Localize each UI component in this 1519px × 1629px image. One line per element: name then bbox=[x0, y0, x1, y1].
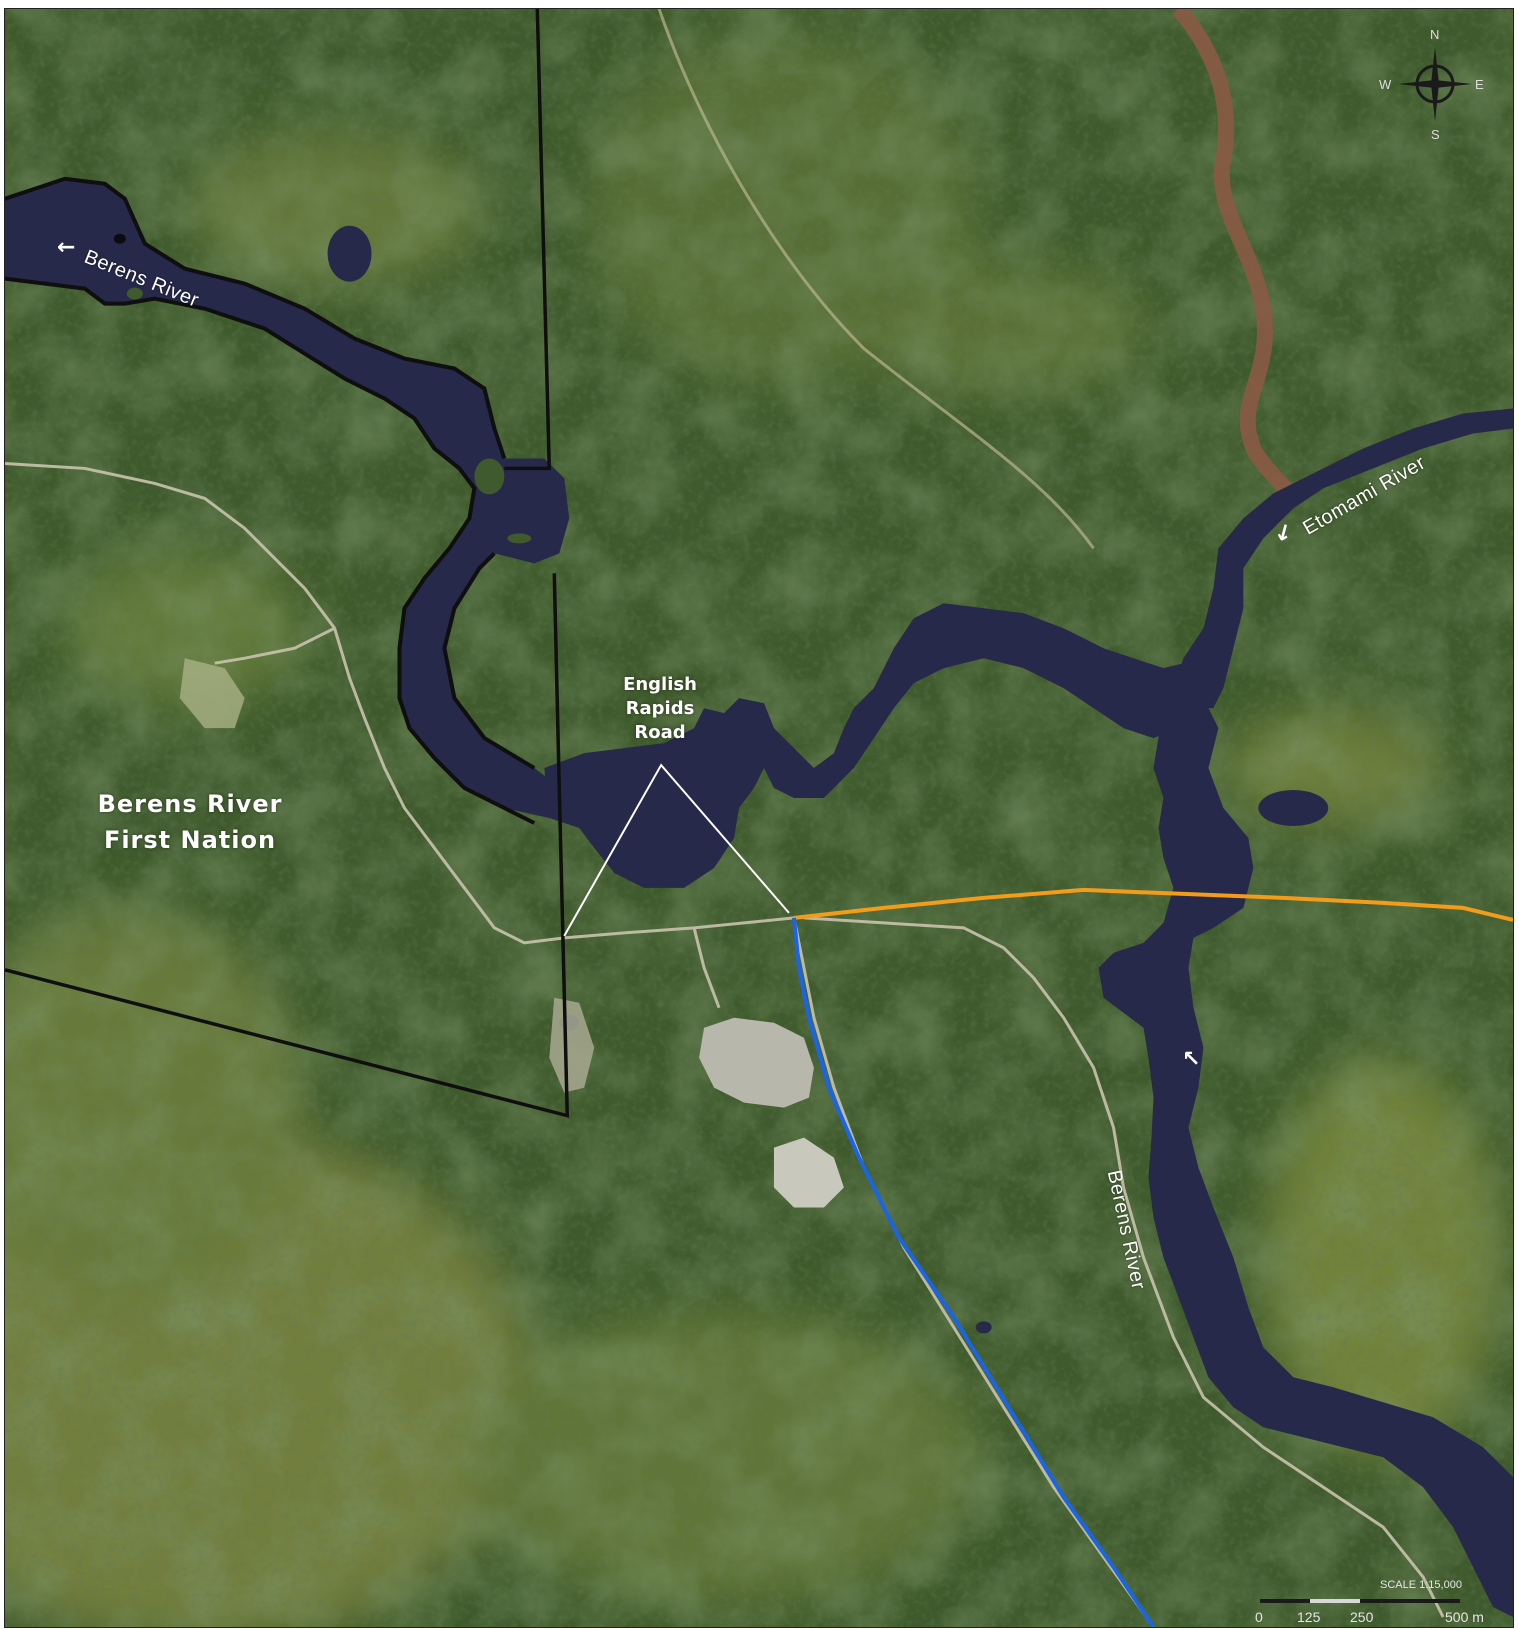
compass-e: E bbox=[1475, 77, 1484, 92]
blue-route bbox=[791, 917, 1156, 1627]
islands bbox=[113, 233, 532, 544]
scale-bar: SCALE 1:15,000 0 125 250 500 m bbox=[1255, 1579, 1505, 1627]
compass-n: N bbox=[1430, 27, 1440, 42]
road-label: English Rapids Road bbox=[595, 673, 725, 745]
aerial-map[interactable] bbox=[5, 9, 1513, 1627]
silty-river bbox=[1172, 9, 1300, 504]
map-frame[interactable]: ← Berens River ↙ Etomami River ↖ Berens … bbox=[4, 8, 1514, 1628]
scale-tick-0: 0 bbox=[1255, 1609, 1263, 1625]
orange-route bbox=[793, 887, 1513, 922]
scale-tick-250: 250 bbox=[1350, 1609, 1374, 1625]
first-nation-line2: First Nation bbox=[103, 826, 277, 854]
compass-s: S bbox=[1431, 127, 1440, 142]
compass-rose-icon: N S E W bbox=[1379, 27, 1485, 142]
flow-arrow-icon: ↖ bbox=[1182, 1047, 1201, 1072]
road-label-line1: English bbox=[623, 674, 697, 695]
road-callout-lines bbox=[563, 763, 790, 937]
flow-arrow-icon: ← bbox=[57, 235, 76, 260]
road-label-line3: Road bbox=[634, 722, 686, 743]
nw-river-outline bbox=[5, 176, 536, 825]
old-trail bbox=[657, 9, 1095, 550]
first-nation-line1: Berens River bbox=[97, 790, 283, 818]
scale-title: SCALE 1:15,000 bbox=[1380, 1579, 1462, 1591]
scale-tick-500: 500 m bbox=[1445, 1609, 1484, 1625]
compass-w: W bbox=[1379, 77, 1392, 92]
gravel-pits bbox=[179, 658, 844, 1208]
first-nation-label: Berens River First Nation bbox=[60, 786, 320, 858]
scale-tick-125: 125 bbox=[1297, 1609, 1321, 1625]
reserve-boundary bbox=[5, 9, 570, 1118]
road-label-line2: Rapids bbox=[625, 698, 695, 719]
